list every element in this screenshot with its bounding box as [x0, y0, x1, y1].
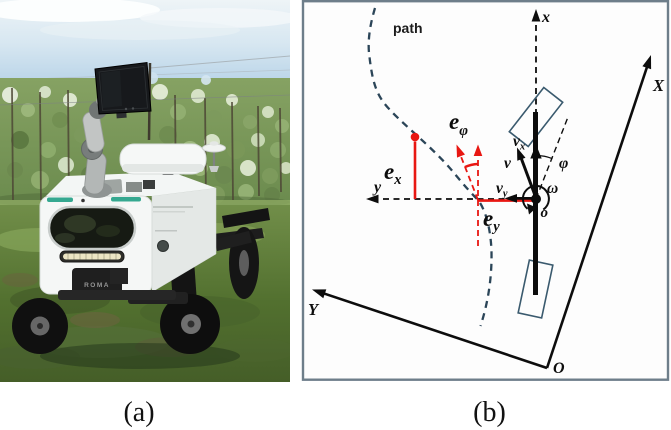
robot-body: ROMA	[39, 143, 217, 300]
robot-origin-label: o	[541, 205, 549, 221]
v-arrowhead	[517, 147, 526, 161]
velocity-vectors	[517, 144, 542, 199]
error-terms	[410, 132, 537, 246]
path-label: path	[393, 20, 423, 36]
omega-arrowhead	[527, 203, 537, 215]
x-axis-arrowhead	[531, 9, 541, 22]
caption-a: (a)	[123, 397, 155, 428]
path-tangent-arrowhead	[456, 144, 465, 158]
global-origin-label: O	[553, 360, 565, 377]
vy-arrowhead	[504, 194, 517, 203]
global-frame	[312, 55, 652, 370]
y-axis-arrowhead	[366, 194, 379, 204]
reference-path-curve	[367, 7, 493, 327]
caption-b: (b)	[473, 397, 506, 428]
global-y-arrowhead	[312, 289, 327, 299]
robot-shadow	[40, 343, 240, 369]
vx-label: vx	[513, 133, 525, 153]
path-tracking-diagram: path x y φ	[301, 0, 670, 381]
robot-y-axis-label: y	[372, 179, 382, 196]
diagram-border	[301, 0, 670, 381]
v-label: v	[504, 155, 512, 172]
ephi-arc	[464, 162, 479, 169]
robot: ROMA	[12, 61, 270, 354]
global-y-label: Y	[308, 300, 320, 319]
side-logo	[157, 240, 169, 252]
ex-label: ex	[384, 159, 401, 188]
vy-label: vy	[496, 180, 508, 200]
monitor	[94, 61, 152, 115]
front-wheel	[508, 86, 564, 148]
path-point-dot	[410, 132, 420, 142]
led-strip-left	[47, 197, 73, 202]
led-strip-right	[111, 197, 141, 202]
global-x-arrowhead	[642, 55, 652, 70]
global-x-label: X	[652, 76, 665, 95]
orchard-robot-photo: ROMA	[0, 0, 290, 382]
bumper-logo-text: ROMA	[84, 282, 110, 289]
robot-origin-dot	[531, 194, 541, 204]
bumper	[72, 268, 122, 295]
angular-velocity	[521, 184, 550, 215]
ey-label: ey	[483, 206, 500, 235]
vx-arrowhead	[530, 144, 542, 159]
ephi-label: eφ	[449, 109, 468, 139]
rear-wheel	[517, 259, 554, 319]
gps-antenna	[202, 141, 226, 172]
robot-x-axis-label: x	[541, 9, 550, 26]
heading-ref-arrowhead	[473, 144, 483, 156]
omega-label: ω	[547, 180, 558, 197]
heading-angle-label: φ	[559, 155, 568, 172]
